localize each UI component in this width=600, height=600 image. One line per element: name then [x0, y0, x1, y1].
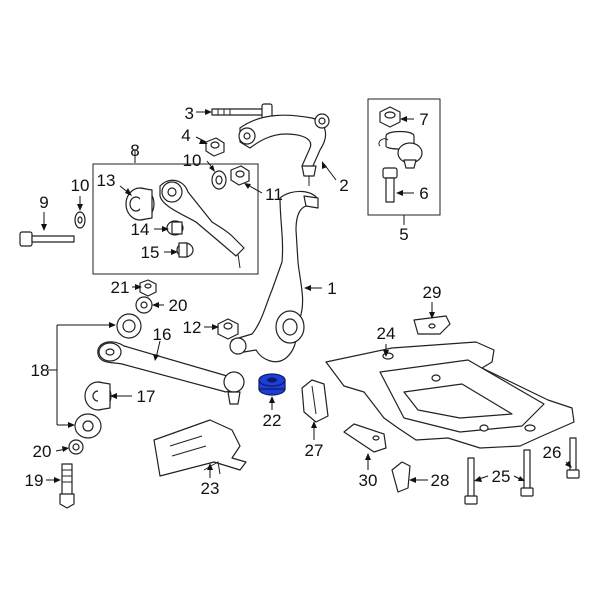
- callout-27: 27: [305, 441, 324, 460]
- part-30-bracket[interactable]: [343, 423, 387, 453]
- part-19-bolt[interactable]: [59, 463, 75, 509]
- part-2-upper-control-arm[interactable]: [238, 113, 330, 186]
- part-10-washer-left[interactable]: [74, 211, 86, 229]
- callout-16: 16: [153, 325, 172, 344]
- callout-13: 13: [97, 171, 116, 190]
- callout-12: 12: [183, 318, 202, 337]
- part-26-bolt[interactable]: [566, 437, 580, 479]
- part-29-bracket[interactable]: [413, 315, 451, 335]
- part-18-bushing-lower[interactable]: [74, 413, 102, 439]
- callout-3: 3: [185, 104, 194, 123]
- callout-labels: 3 4 10 11 2 1 7 6 5 8 9 10 13 14 15 21 2…: [25, 104, 562, 498]
- part-22-highlighted-bushing[interactable]: [258, 373, 286, 396]
- part-20-washer-upper[interactable]: [135, 296, 153, 314]
- part-21-nut[interactable]: [139, 279, 157, 297]
- callout-26: 26: [543, 443, 562, 462]
- part-10-washer-upper[interactable]: [211, 170, 227, 190]
- callout-19: 19: [25, 471, 44, 490]
- callout-24: 24: [377, 324, 396, 343]
- callout-2: 2: [339, 176, 348, 195]
- callout-9: 9: [39, 193, 48, 212]
- leader-lines: [41, 109, 572, 483]
- part-25-bolt-a[interactable]: [464, 457, 478, 505]
- callout-5: 5: [399, 225, 408, 244]
- part-12-nut[interactable]: [217, 318, 239, 340]
- callout-29: 29: [423, 283, 442, 302]
- part-18-bushing-upper[interactable]: [116, 313, 142, 339]
- callout-30: 30: [359, 471, 378, 490]
- callout-1: 1: [327, 279, 336, 298]
- callout-10-upper: 10: [183, 151, 202, 170]
- callout-11: 11: [265, 185, 283, 204]
- part-8-strut-arm[interactable]: [159, 179, 245, 269]
- callout-10-left: 10: [71, 176, 90, 195]
- part-17-bushing[interactable]: [84, 381, 112, 411]
- callout-14: 14: [131, 220, 150, 239]
- callout-20-upper: 20: [169, 296, 188, 315]
- callout-22: 22: [263, 411, 282, 430]
- callout-17: 17: [137, 387, 156, 406]
- part-6-bolt[interactable]: [382, 167, 398, 203]
- part-24-subframe[interactable]: [325, 341, 575, 449]
- part-27-bracket[interactable]: [301, 379, 329, 423]
- callout-23: 23: [201, 479, 220, 498]
- callout-6: 6: [419, 184, 428, 203]
- part-7-nut[interactable]: [379, 106, 401, 128]
- part-13-bushing[interactable]: [125, 187, 155, 221]
- part-14-bushing[interactable]: [166, 220, 184, 236]
- callout-15: 15: [141, 243, 160, 262]
- part-4-nut[interactable]: [205, 137, 225, 157]
- part-23-splash-shield[interactable]: [153, 419, 247, 477]
- callout-25: 25: [492, 467, 511, 486]
- callout-20-lower: 20: [33, 442, 52, 461]
- callout-21: 21: [111, 278, 130, 297]
- part-1-steering-knuckle[interactable]: [229, 190, 319, 363]
- part-11-nut[interactable]: [230, 165, 250, 186]
- part-25-bolt-b[interactable]: [520, 449, 534, 497]
- part-15-bushing[interactable]: [176, 242, 194, 258]
- callout-8: 8: [130, 141, 139, 160]
- part-16-lower-control-arm[interactable]: [97, 341, 245, 405]
- group-box-8: [92, 163, 259, 275]
- callout-18: 18: [31, 361, 50, 380]
- part-9-bolt[interactable]: [19, 231, 75, 247]
- part-ball-joint[interactable]: [378, 130, 423, 169]
- callout-28: 28: [431, 471, 450, 490]
- part-20-washer-lower[interactable]: [68, 439, 84, 455]
- callout-7: 7: [419, 110, 428, 129]
- callout-4: 4: [181, 126, 190, 145]
- part-28-bracket[interactable]: [391, 461, 411, 493]
